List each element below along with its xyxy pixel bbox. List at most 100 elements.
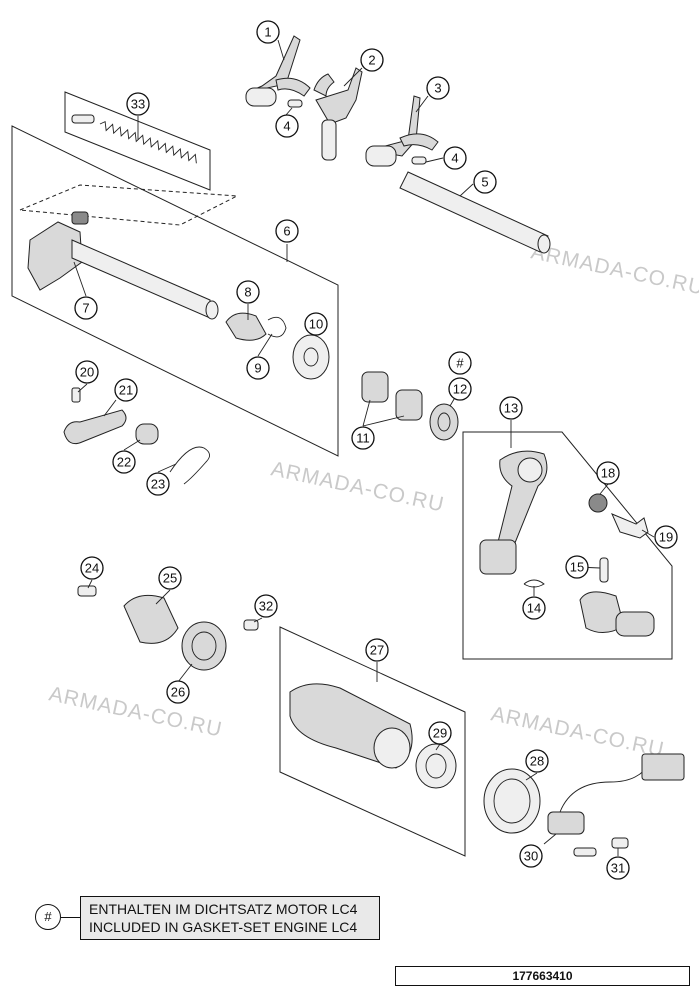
callout: 26: [166, 680, 190, 704]
part-12-seal: [429, 403, 459, 441]
part-33-spring: [71, 114, 197, 164]
part-11-needle-bearing: [395, 389, 423, 421]
legend-line-de: ENTHALTEN IM DICHTSATZ MOTOR LC4: [89, 901, 358, 917]
callout: 19: [654, 525, 678, 549]
callout: 7: [74, 296, 98, 320]
callout: 18: [596, 461, 620, 485]
svg-text:22: 22: [117, 455, 131, 470]
svg-text:24: 24: [85, 561, 99, 576]
part-7-shift-plate: [27, 221, 83, 291]
part-26-seal-ring: [181, 621, 227, 671]
svg-text:33: 33: [131, 97, 145, 112]
callout: 25: [158, 566, 182, 590]
drawing-number: 177663410: [395, 966, 690, 986]
svg-text:27: 27: [370, 643, 384, 658]
part-6-shift-shaft: [71, 239, 219, 320]
callout: 28: [525, 749, 549, 773]
svg-text:32: 32: [259, 599, 273, 614]
part-27-shift-drum: [289, 683, 413, 769]
svg-text:28: 28: [530, 754, 544, 769]
callout: 6: [275, 219, 299, 243]
svg-text:13: 13: [504, 401, 518, 416]
part-5-shift-rod: [399, 171, 551, 254]
svg-text:26: 26: [171, 685, 185, 700]
part-19-bolt: [611, 513, 649, 539]
part-9-clip: [267, 316, 287, 338]
callout: #: [448, 351, 472, 375]
svg-text:19: 19: [659, 530, 673, 545]
callouts: 1 2 3 4 4 5 6 7 8 9 10 11 12 # 13 14 15 …: [74, 20, 678, 880]
watermark: ARMADA-CO.RU: [269, 457, 446, 516]
callout: 5: [473, 170, 497, 194]
part-32-screw: [243, 619, 259, 631]
svg-text:9: 9: [254, 361, 261, 376]
callout: 15: [565, 555, 589, 579]
svg-text:15: 15: [570, 560, 584, 575]
callout: 23: [146, 472, 170, 496]
svg-text:29: 29: [433, 726, 447, 741]
svg-text:20: 20: [80, 365, 94, 380]
part-16-shift-lever-foot: [579, 591, 655, 637]
callout: 4: [275, 114, 299, 138]
svg-text:31: 31: [611, 861, 625, 876]
svg-text:10: 10: [309, 317, 323, 332]
callout: 29: [428, 721, 452, 745]
part-25-shift-drum-locating: [123, 594, 179, 644]
svg-text:21: 21: [119, 383, 133, 398]
part-2-shift-fork: [313, 67, 363, 161]
svg-text:4: 4: [451, 151, 458, 166]
svg-text:1: 1: [264, 25, 271, 40]
part-14-spring-clip: [523, 579, 545, 588]
svg-text:6: 6: [283, 224, 290, 239]
part-28-gear-position-ring: [483, 768, 541, 834]
part-29-sensor-cap: [415, 743, 457, 789]
part-30-screw: [573, 847, 597, 857]
callout: 10: [304, 312, 328, 336]
callout: 9: [246, 356, 270, 380]
watermark: ARMADA-CO.RU: [529, 240, 699, 299]
watermark: ARMADA-CO.RU: [489, 702, 666, 761]
callout: 22: [112, 450, 136, 474]
callout: 24: [80, 556, 104, 580]
part-10-washer: [292, 334, 330, 380]
callout: 30: [519, 844, 543, 868]
callout: 8: [236, 280, 260, 304]
svg-text:23: 23: [151, 477, 165, 492]
legend-line-en: INCLUDED IN GASKET-SET ENGINE LC4: [89, 919, 358, 935]
svg-text:7: 7: [82, 301, 89, 316]
callout: 14: [522, 596, 546, 620]
callout: 12: [448, 377, 472, 401]
part-4-pin: [411, 156, 427, 165]
svg-text:3: 3: [434, 81, 441, 96]
part-11-needle-bearing: [361, 371, 389, 403]
part-8-bushing: [225, 312, 267, 341]
callout: 1: [256, 20, 280, 44]
callout: 13: [499, 396, 523, 420]
callout: 3: [426, 76, 450, 100]
callout: 32: [254, 594, 278, 618]
part-30-gear-sensor: [547, 753, 685, 835]
svg-text:8: 8: [244, 285, 251, 300]
part-3-shift-fork: [365, 95, 439, 167]
legend-leader-line: [61, 917, 80, 918]
callout: 4: [443, 146, 467, 170]
part-18-washer: [588, 493, 608, 513]
legend-symbol: #: [35, 904, 61, 930]
svg-text:4: 4: [283, 119, 290, 134]
part-24-screw: [77, 585, 97, 597]
callout: 20: [75, 360, 99, 384]
part-22-bushing: [135, 423, 159, 445]
group-frame-27: [279, 626, 466, 857]
part-1-shift-fork: [245, 35, 311, 107]
part-7-pin: [71, 211, 89, 225]
leader-lines: [73, 39, 655, 856]
part-31-screw: [611, 837, 629, 849]
legend-box: ENTHALTEN IM DICHTSATZ MOTOR LC4 INCLUDE…: [80, 896, 380, 940]
svg-text:11: 11: [356, 431, 370, 446]
watermark: ARMADA-CO.RU: [47, 682, 224, 741]
callout: 27: [365, 638, 389, 662]
svg-text:18: 18: [601, 466, 615, 481]
callout: 31: [606, 856, 630, 880]
svg-text:30: 30: [524, 849, 538, 864]
